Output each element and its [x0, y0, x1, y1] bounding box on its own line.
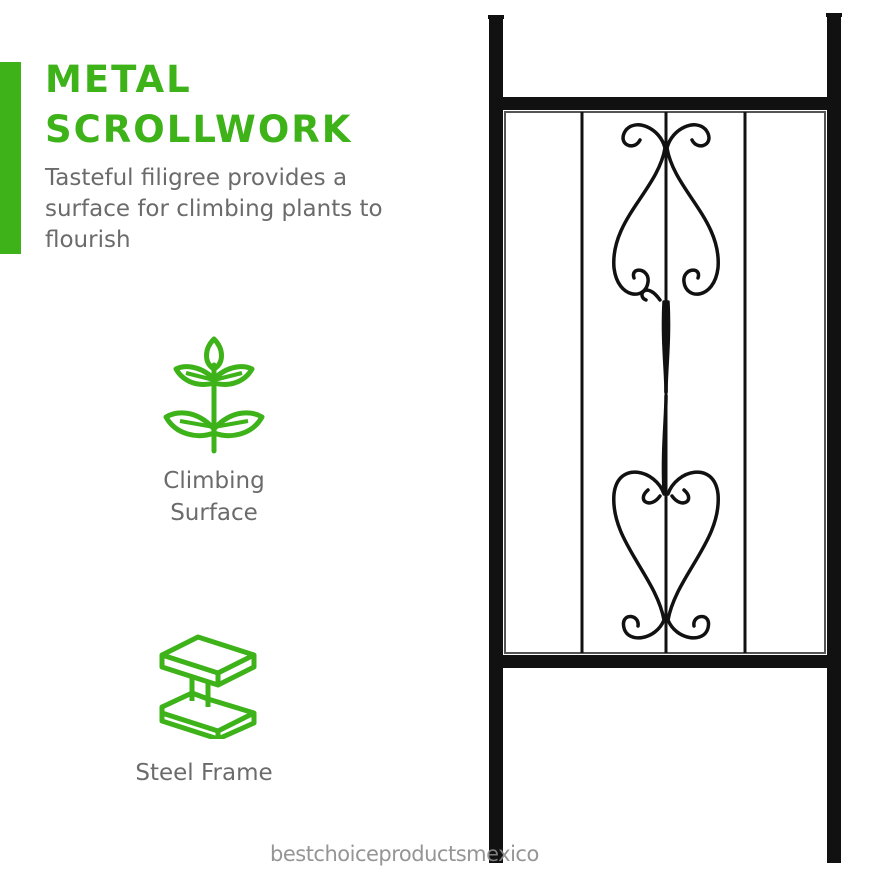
- headline: METAL SCROLLWORK: [45, 55, 352, 155]
- description-text: Tasteful filigree provides a surface for…: [45, 165, 383, 253]
- headline-line-1: METAL: [45, 58, 192, 101]
- steel-frame-label: Steel Frame: [135, 760, 273, 786]
- accent-bar: [0, 62, 21, 254]
- headline-line-2: SCROLLWORK: [45, 108, 353, 151]
- trellis-panel-image: [488, 13, 842, 863]
- climbing-surface-label: Climbing Surface: [134, 465, 294, 529]
- watermark-text: bestchoiceproductsmexico: [270, 842, 539, 866]
- climbing-label-line-2: Surface: [170, 500, 258, 526]
- plant-sprout-icon: [163, 336, 265, 454]
- climbing-label-line-1: Climbing: [163, 468, 265, 494]
- steel-i-beam-icon: [159, 634, 257, 739]
